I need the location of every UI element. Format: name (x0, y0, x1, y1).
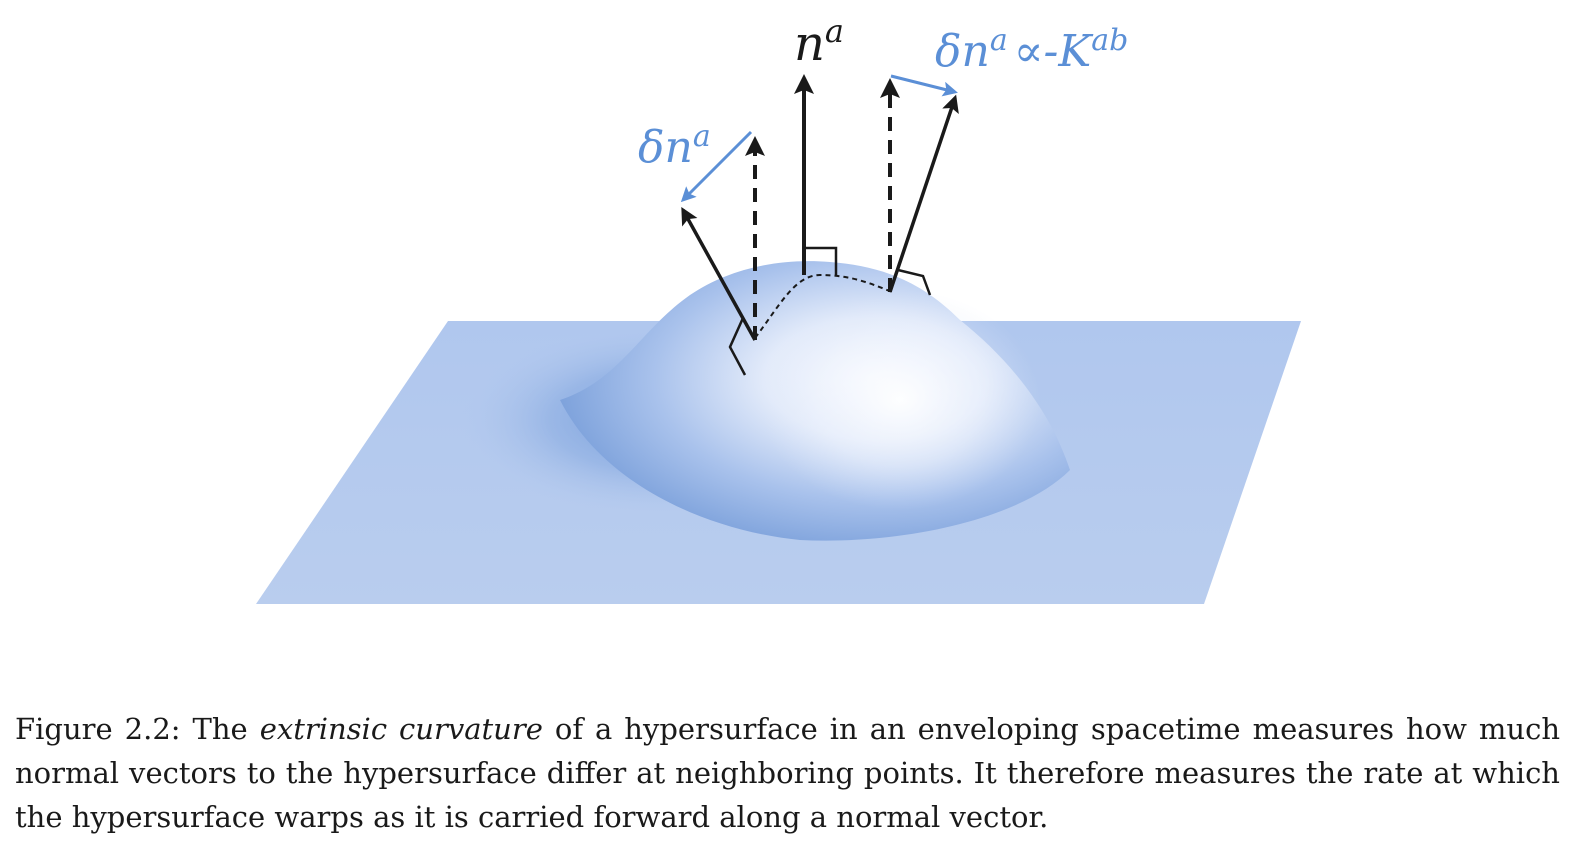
label-normal: na (794, 12, 844, 72)
label-delta-left: δna (638, 119, 711, 173)
caption-rest: of a hypersurface in an enveloping space… (15, 712, 1561, 834)
label-delta-right-relation: ∝-K (1014, 26, 1094, 77)
delta-vector-right (890, 74, 958, 97)
label-delta-left-sup: a (693, 119, 711, 154)
right-angle-mark-center (804, 246, 838, 275)
label-normal-sup: a (825, 12, 844, 50)
surface-curve (754, 273, 893, 339)
label-delta-right-sup: a (990, 23, 1008, 58)
caption-prefix: Figure 2.2: The (15, 712, 260, 746)
label-delta-right-rel-sup: ab (1091, 23, 1128, 58)
delta-vector-left (680, 130, 753, 203)
right-angle-mark-left (728, 317, 747, 376)
figure-caption: Figure 2.2: The extrinsic curvature of a… (15, 707, 1560, 839)
label-normal-base: n (794, 16, 825, 72)
normal-vector-right (888, 94, 959, 293)
caption-emphasis: extrinsic curvature (259, 712, 543, 746)
bump-highlight (760, 290, 1040, 510)
label-delta-right: δna∝-Kab (935, 23, 1128, 77)
label-delta-left-base: δn (638, 122, 693, 173)
label-delta-right-base: δn (935, 26, 990, 77)
right-angle-mark-right (897, 268, 932, 296)
extrinsic-curvature-diagram: na δna δna∝-Kab (256, 12, 1301, 604)
